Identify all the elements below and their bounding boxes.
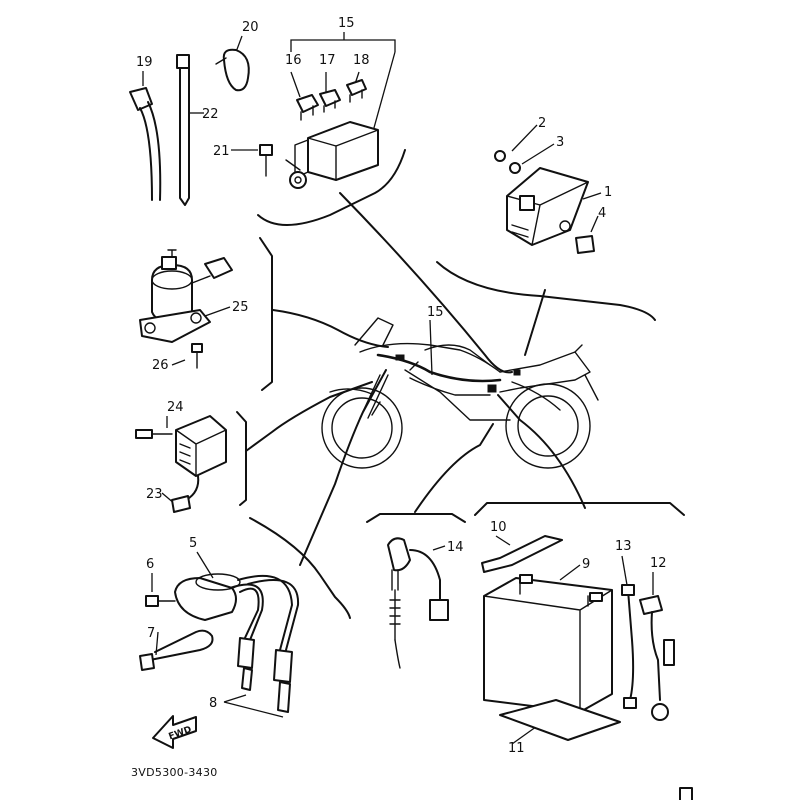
callout-12: 12: [650, 556, 667, 571]
bolt-2: [494, 150, 506, 162]
callout-13: 13: [615, 539, 632, 554]
callout-6: 6: [146, 557, 154, 572]
callout-5: 5: [189, 536, 197, 551]
callout-10: 10: [490, 520, 507, 535]
callout-8: 8: [209, 696, 217, 711]
drawing-code: 3VD5300-3430: [131, 766, 218, 779]
callout-3: 3: [556, 135, 564, 150]
screw-21: [259, 144, 273, 156]
fuse-12: [639, 595, 663, 615]
corner-mark: [679, 787, 693, 800]
callout-20: 20: [242, 20, 259, 35]
callout-2: 2: [538, 116, 546, 131]
callout-15-harness: 15: [427, 305, 444, 320]
washer-3: [509, 162, 521, 174]
switch-bracket: [139, 309, 211, 343]
plug-cap-8a: [237, 637, 255, 669]
band-7: [149, 629, 214, 661]
fuse-17: [319, 89, 341, 107]
callout-16: 16: [285, 53, 302, 68]
nut-4: [575, 235, 595, 254]
battery-box-11: [499, 699, 621, 741]
bolt-26: [191, 343, 203, 353]
bolt-6: [145, 595, 159, 607]
callout-9: 9: [582, 557, 590, 572]
callout-22: 22: [202, 107, 219, 122]
fuse-box-body: [307, 121, 379, 181]
battery-lead-13: [627, 589, 635, 701]
callout-17: 17: [319, 53, 336, 68]
callout-18: 18: [353, 53, 370, 68]
coupler-clamp-19: [129, 87, 162, 201]
callout-23: 23: [146, 487, 163, 502]
fuse-box-assembly: [259, 79, 379, 189]
igniter-unit: [494, 150, 595, 254]
ignition-coil: [139, 573, 300, 713]
front-wheel: [321, 387, 403, 469]
callout-15-top: 15: [338, 16, 355, 31]
fuse-16: [296, 94, 319, 113]
callout-14: 14: [447, 540, 464, 555]
callout-1: 1: [604, 185, 612, 200]
battery-assembly: [481, 535, 675, 741]
main-switch: [139, 249, 233, 369]
bracket-stay: [289, 171, 307, 189]
group-brackets: [236, 149, 685, 619]
motorcycle-location-view: [321, 317, 599, 469]
plug-cap-8b: [273, 649, 293, 683]
callout-25: 25: [232, 300, 249, 315]
neutral-switch-14: [387, 537, 449, 669]
fuse-18: [346, 79, 367, 96]
callout-labels: 1 2 3 4 5 6 7 8 9 10 11 12 13 14 15 15 1…: [136, 16, 667, 756]
callout-11: 11: [508, 741, 525, 756]
callout-24: 24: [167, 400, 184, 415]
cover-20: [215, 48, 250, 92]
callout-21: 21: [213, 144, 230, 159]
callout-4: 4: [598, 206, 606, 221]
rectifier-regulator: [135, 415, 227, 513]
callout-26: 26: [152, 358, 169, 373]
battery-band-10: [481, 535, 563, 573]
bolt-24: [135, 429, 153, 439]
callout-7: 7: [147, 626, 155, 641]
cable-tie-22: [176, 54, 190, 206]
forward-direction-arrow: FWD: [152, 715, 197, 749]
callout-19: 19: [136, 55, 153, 70]
